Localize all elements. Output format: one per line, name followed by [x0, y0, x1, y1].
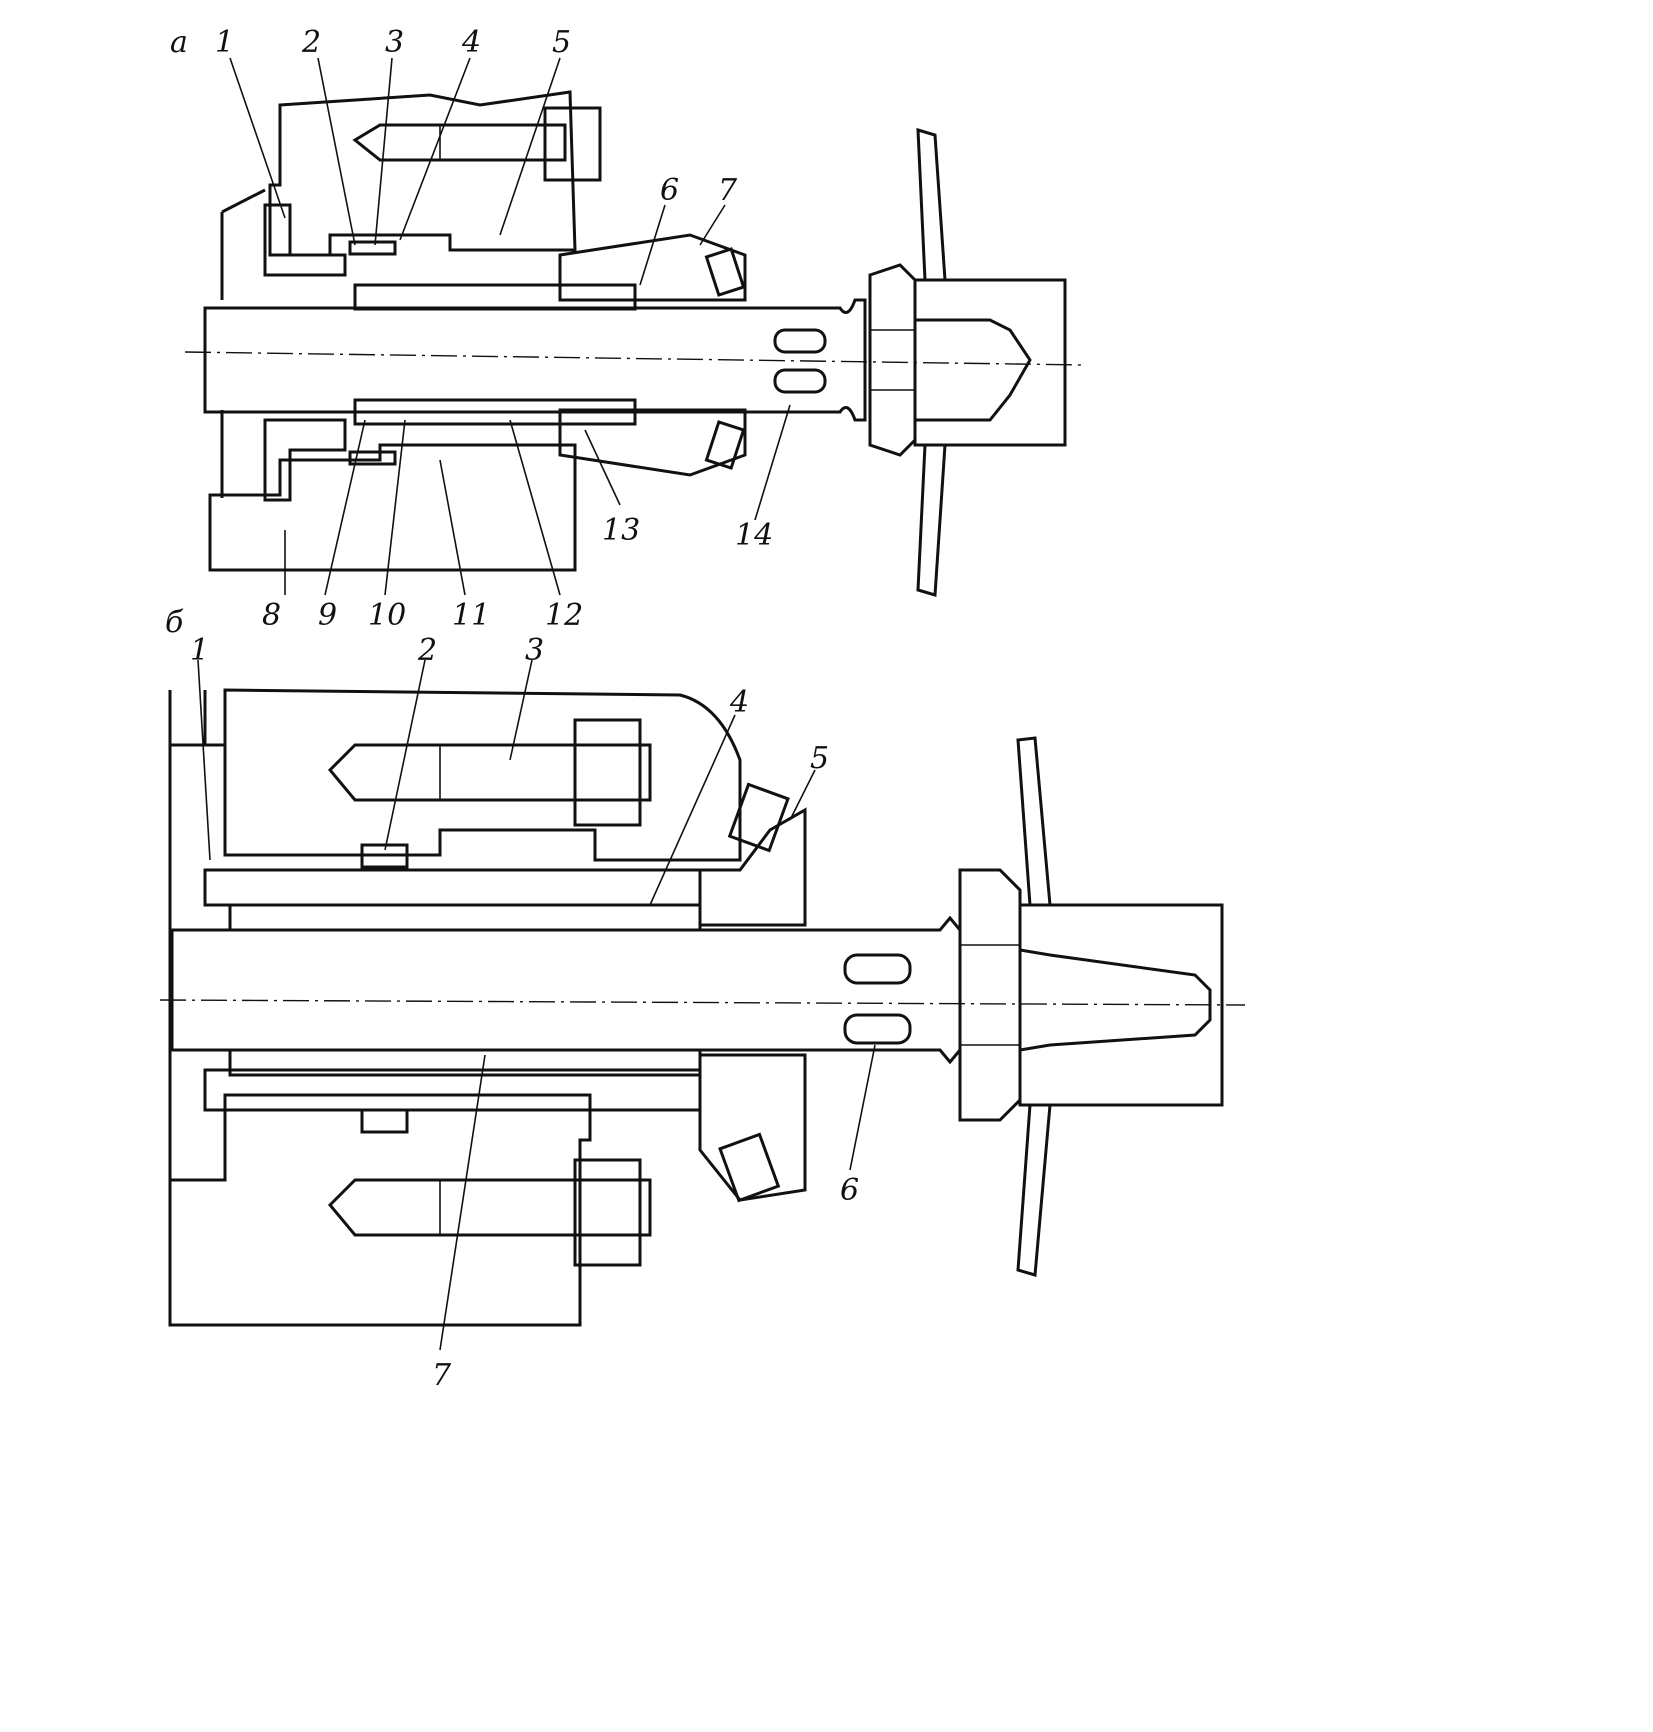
view-a-label-12: 12: [545, 598, 583, 633]
view-b-label-1: 1: [190, 633, 209, 668]
view-a-gland: [558, 233, 747, 302]
view-a-label-11: 11: [452, 598, 490, 633]
view-a-label-9: 9: [318, 598, 337, 633]
view-b-label-5: 5: [810, 741, 829, 776]
view-a-flange-lower: [263, 418, 347, 502]
view-b-oring-upper: [360, 843, 409, 869]
view-a-impeller-blade-upper: [916, 127, 947, 282]
view-b-key-upper: [843, 953, 912, 985]
view-a-packing-upper: [353, 283, 637, 311]
view-a-label-7: 7: [718, 173, 738, 208]
view-a-gland-lower: [558, 408, 747, 477]
view-a-label-2: 2: [301, 25, 321, 60]
view-a-label-6: 6: [660, 173, 679, 208]
view-a-oring-upper: [348, 240, 397, 256]
view-b-shaft: [170, 915, 962, 1065]
view-a-oring-lower: [348, 450, 397, 466]
view-a-axis: [184, 351, 1086, 366]
view-a-leaders: [229, 57, 791, 596]
view-a-housing-lower: [208, 443, 577, 572]
view-a-impeller-blade-lower: [916, 443, 947, 597]
view-a: а: [170, 25, 1086, 633]
view-b-tag: б: [165, 605, 184, 640]
view-b-setscrew-lower: [718, 1132, 781, 1203]
view-a-label-13: 13: [602, 513, 640, 548]
view-a-key-upper: [773, 328, 827, 354]
view-b-axis: [159, 999, 1246, 1006]
view-b-setscrew-upper: [727, 782, 790, 853]
view-b-label-6: 6: [840, 1173, 859, 1208]
view-b-gland-lower: [698, 1053, 807, 1202]
view-b-impeller-blade-lower: [1016, 1103, 1052, 1277]
view-a-setscrew-upper: [704, 247, 746, 297]
view-a-tag: а: [170, 25, 188, 60]
view-a-shaft: [203, 298, 867, 422]
view-a-key-lower: [773, 368, 827, 394]
view-a-nut: [868, 263, 917, 457]
view-a-label-8: 8: [262, 598, 281, 633]
view-a-label-4: 4: [461, 25, 481, 60]
view-b-stud-upper-nut: [573, 718, 642, 827]
view-b-label-7: 7: [432, 1358, 452, 1393]
view-b-label-4: 4: [729, 685, 749, 720]
view-a-housing-upper: [268, 90, 577, 257]
view-b: б: [159, 605, 1246, 1393]
view-b-packing-upper: [228, 903, 702, 932]
view-a-impeller-hub: [913, 278, 1067, 447]
view-b-key-lower: [843, 1013, 912, 1045]
view-a-label-3: 3: [385, 25, 404, 60]
view-a-label-14: 14: [735, 518, 773, 553]
view-b-housing-lower: [168, 1093, 592, 1327]
view-b-outer-wall: [168, 690, 225, 1182]
view-b-stud-upper: [327, 743, 652, 802]
view-a-flange-upper: [263, 203, 347, 277]
view-a-label-10: 10: [368, 598, 406, 633]
view-b-gland-upper: [698, 807, 807, 927]
view-b-stud-lower: [327, 1178, 652, 1237]
view-b-leaders: [197, 659, 876, 1351]
view-b-oring-lower: [360, 1108, 409, 1134]
view-b-label-3: 3: [525, 633, 544, 668]
view-a-label-1: 1: [215, 25, 234, 60]
view-a-stud-nut: [543, 106, 602, 182]
view-a-outer-wall: [220, 188, 266, 498]
view-a-setscrew-lower: [704, 420, 746, 470]
view-a-stud: [352, 123, 567, 162]
view-b-flange-upper: [203, 868, 702, 907]
view-b-housing-upper: [223, 688, 742, 862]
view-a-label-5: 5: [552, 25, 571, 60]
view-b-impeller-blade-upper: [1016, 736, 1052, 907]
view-b-label-2: 2: [417, 633, 437, 668]
view-b-impeller-hub: [1018, 903, 1224, 1107]
view-b-stud-lower-nut: [573, 1158, 642, 1267]
view-b-nut: [958, 868, 1022, 1122]
